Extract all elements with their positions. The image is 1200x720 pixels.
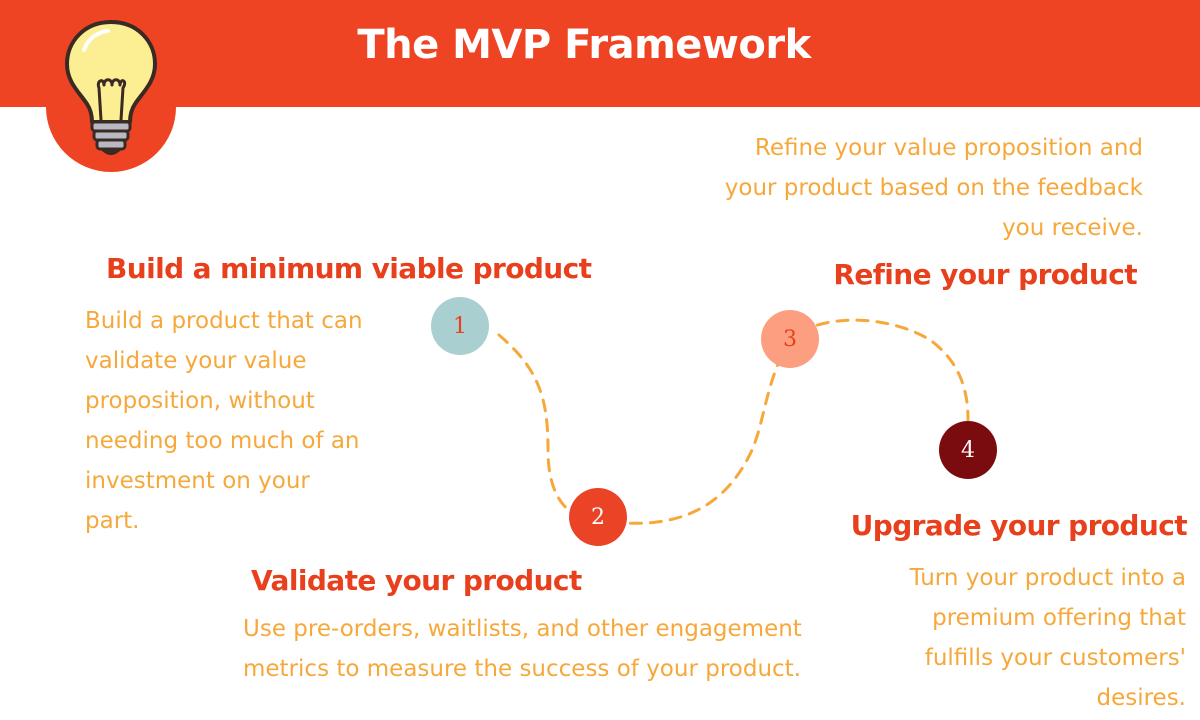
step-4-line: fulfills your customers' xyxy=(924,645,1186,671)
step-1-description: Build a product that can validate your v… xyxy=(85,301,363,541)
step-1-number: 1 xyxy=(453,313,467,339)
lightbulb-badge xyxy=(46,0,176,172)
step-1-heading: Build a minimum viable product xyxy=(106,252,592,285)
step-1-line: needing too much of an xyxy=(85,428,360,454)
step-3-heading: Refine your product xyxy=(833,258,1137,291)
step-2-number: 2 xyxy=(591,504,605,530)
step-3-line: you receive. xyxy=(1002,215,1143,241)
step-2-line: Use pre-orders, waitlists, and other eng… xyxy=(243,616,802,642)
header-banner xyxy=(0,0,1200,107)
step-3-number: 3 xyxy=(783,326,797,352)
step-4-marker: 4 xyxy=(939,421,997,479)
step-2-marker: 2 xyxy=(569,488,627,546)
step-4-line: Turn your product into a xyxy=(909,565,1186,591)
step-1-line: Build a product that can xyxy=(85,308,363,334)
step-1-line: proposition, without xyxy=(85,388,315,414)
step-2-description: Use pre-orders, waitlists, and other eng… xyxy=(243,609,802,689)
page-title: The MVP Framework xyxy=(357,22,811,68)
step-3-line: Refine your value proposition and xyxy=(754,135,1143,161)
step-1-marker: 1 xyxy=(431,297,489,355)
step-4-line: premium offering that xyxy=(932,605,1186,631)
step-4-number: 4 xyxy=(961,437,975,463)
step-1-line: part. xyxy=(85,508,140,534)
lightbulb-icon xyxy=(65,20,157,155)
step-3-line: your product based on the feedback xyxy=(724,175,1143,201)
step-1-line: validate your value xyxy=(85,348,307,374)
step-4-description: Turn your product into a premium offerin… xyxy=(910,558,1186,718)
step-3-marker: 3 xyxy=(761,310,819,368)
step-2-line: metrics to measure the success of your p… xyxy=(243,656,801,682)
step-4-heading: Upgrade your product xyxy=(850,509,1188,542)
step-3-description: Refine your value proposition and your p… xyxy=(725,128,1143,248)
step-4-line: desires. xyxy=(1096,685,1186,711)
step-2-heading: Validate your product xyxy=(251,564,582,597)
step-1-line: investment on your xyxy=(85,468,310,494)
